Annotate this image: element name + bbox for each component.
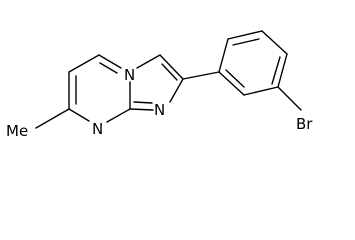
bond-n4-c3 (136, 54, 161, 69)
bond-n8-c8a (106, 108, 131, 123)
bond-c5-n4-inner (99, 62, 118, 74)
bond-ph1-ph2 (218, 38, 229, 73)
bond-ph2-ph3-inner (232, 38, 260, 46)
structure-canvas: N N N Br Me (6, 30, 313, 140)
bromophenyl-ring (218, 30, 302, 111)
bond-ph4-ph5-inner (271, 56, 281, 85)
bond-c2-n1 (169, 78, 184, 103)
atom-labels: N N N Br Me (6, 66, 313, 140)
atom-label-n-bridgehead: N (124, 66, 135, 84)
bond-ph3-ph4 (261, 30, 288, 55)
imidazole-ring (129, 54, 184, 111)
atom-label-n-pyrimidine: N (92, 120, 103, 138)
atom-label-bromine: Br (296, 115, 313, 133)
atom-label-methyl: Me (6, 122, 28, 140)
bond-ph5-ph6 (243, 86, 279, 96)
bond-ph6-ph1 (218, 71, 245, 96)
bond-n1-c8a-inner (133, 101, 153, 104)
bond-ph5-br (277, 86, 302, 111)
bond-ph6-ph1-inner (225, 69, 245, 88)
bond-c6-c5 (68, 54, 100, 73)
pyrimidine-ring (35, 54, 131, 129)
bond-ph4-ph5 (277, 53, 288, 88)
bond-n1-c8a (129, 108, 154, 111)
bond-ph2-ph3 (227, 30, 263, 40)
bond-c2-phenyl (182, 71, 220, 80)
atom-label-n-imidazole: N (154, 101, 165, 119)
molecule-structure: N N N Br Me (6, 30, 313, 140)
bond-c3-c2-inner (161, 63, 178, 81)
bond-c3-c2 (159, 54, 184, 80)
bond-c7-n8 (68, 108, 90, 122)
bond-ch3-c7 (35, 108, 70, 129)
bond-c5-n4 (98, 54, 122, 69)
